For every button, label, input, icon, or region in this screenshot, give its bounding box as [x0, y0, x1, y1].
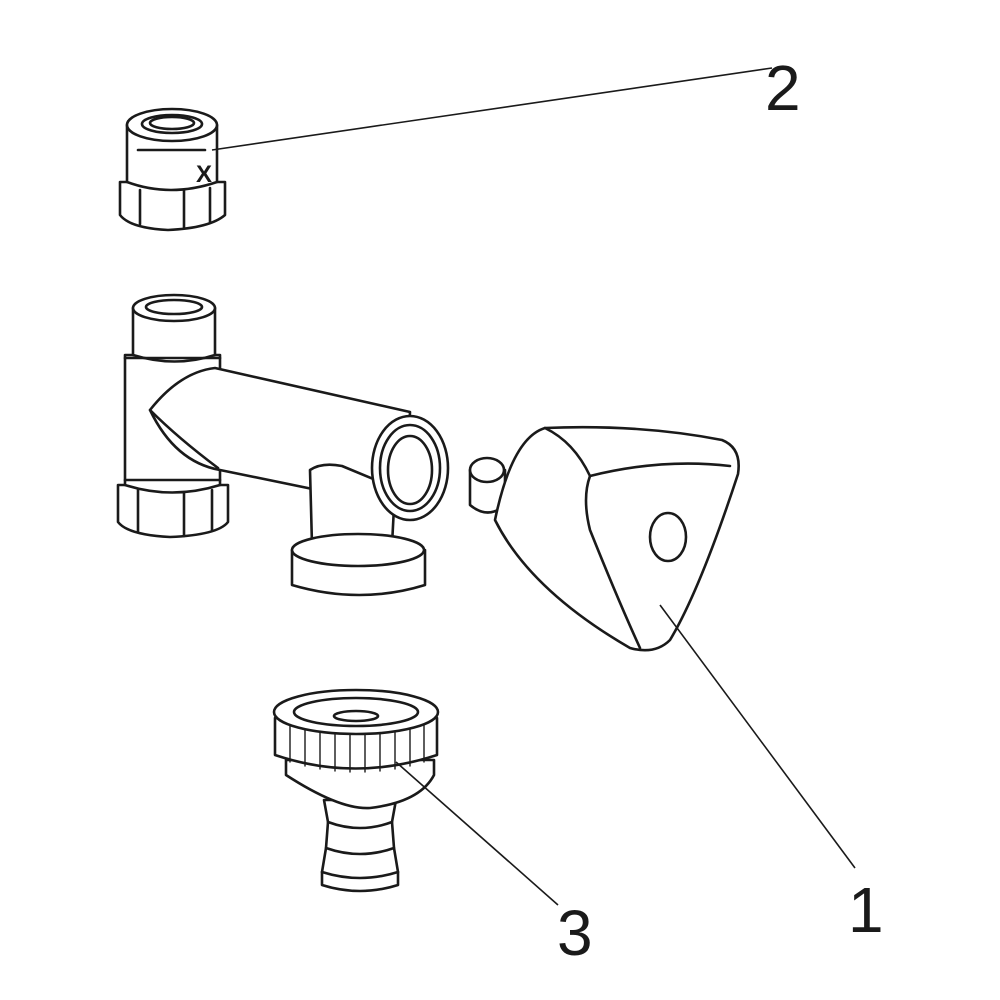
leader-line-3	[395, 761, 559, 906]
valve-body	[116, 293, 450, 597]
part-3-hose-connector	[272, 688, 440, 893]
part-mark-x: X	[196, 161, 212, 188]
callout-3: 3	[557, 897, 593, 969]
callout-1: 1	[848, 874, 884, 946]
part-1-handle	[468, 425, 740, 652]
part-2-compression-nut: X	[118, 107, 227, 232]
leader-line-2	[211, 67, 773, 151]
callout-2: 2	[765, 52, 801, 124]
leader-line-1	[659, 604, 856, 869]
